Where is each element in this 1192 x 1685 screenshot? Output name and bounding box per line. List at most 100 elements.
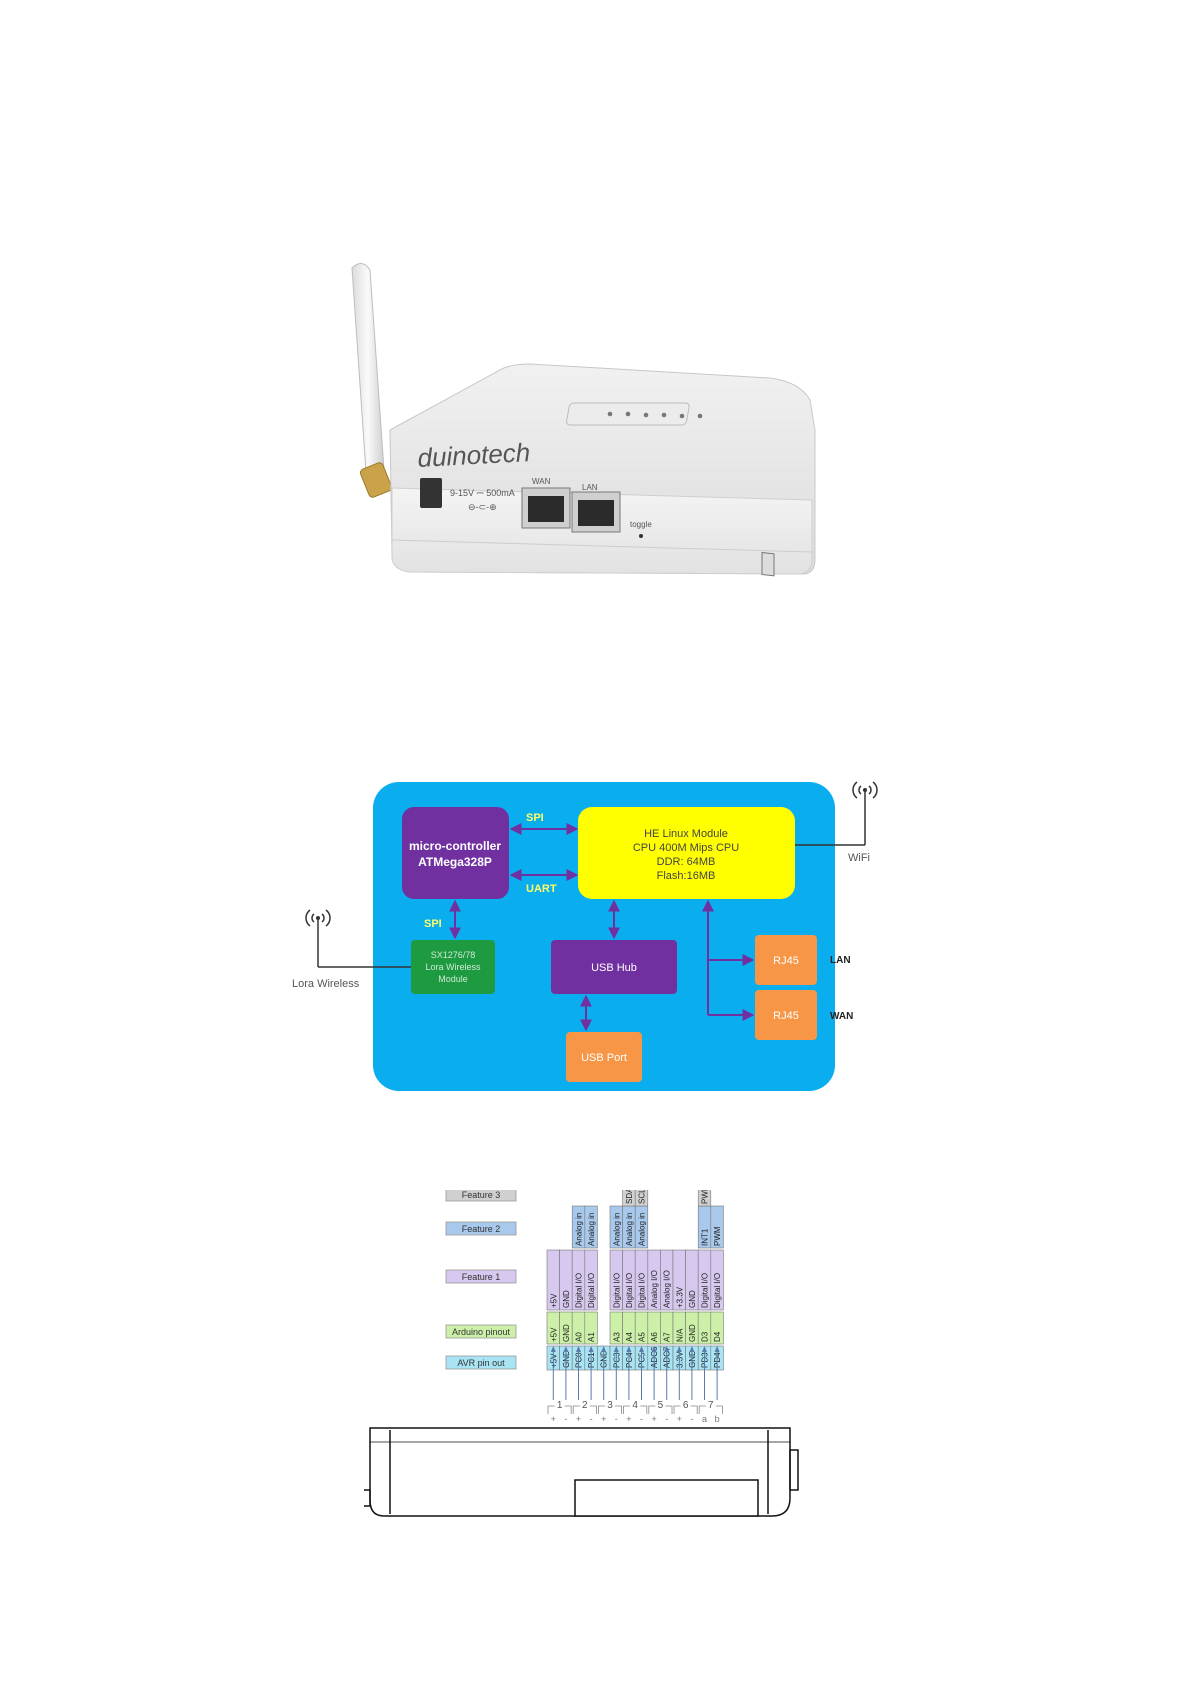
dc-power-jack [420,478,442,508]
header-pin-sign: - [615,1414,618,1424]
lora-module-line3: Module [438,974,468,984]
header-pin-sign: - [564,1414,567,1424]
header-bracket [547,1405,572,1414]
header-bracket [698,1405,723,1414]
lora-module-block [411,940,495,994]
pin-arrowhead [689,1346,695,1352]
pin-label-f1: Digital I/O [587,1273,596,1308]
pin-label-arduino: A5 [638,1332,647,1342]
header-pin-sign: - [640,1414,643,1424]
header-pin-sign: b [715,1414,720,1424]
header-group-number: 3 [607,1400,613,1411]
brand-logo: duinotech [417,437,531,473]
legend-label: Feature 1 [462,1272,501,1282]
lan-label: LAN [830,955,851,966]
header-group-number: 4 [632,1400,638,1411]
legend-swatch [445,1324,517,1339]
pin-label-f2: Analog in [587,1213,596,1246]
header-pin-sign: + [551,1414,556,1424]
wan-port-label: WAN [532,477,551,486]
pin-label-arduino: A4 [625,1332,634,1342]
pin-label-f3: PWM [701,1190,710,1204]
legend-label: Feature 3 [462,1190,501,1200]
linux-module-cpu: CPU 400M Mips CPU [633,842,739,854]
spi-left-label: SPI [424,918,442,930]
router-product-illustration: duinotech 9-15V ⎓ 500mA ⊖-⊂-⊕ WAN LAN to… [351,263,816,577]
pin-label-f2: Analog in [575,1213,584,1246]
header-group-number: 7 [708,1400,714,1411]
antenna [351,263,393,498]
rj45-wan-label: RJ45 [773,1010,799,1022]
legend-swatch [445,1221,517,1236]
header-pin-sign: - [590,1414,593,1424]
pin-label-f1: +5V [549,1293,558,1308]
pin-label-f1: Analog I/O [663,1270,672,1308]
pin-label-f1: +3.3V [675,1286,684,1308]
pin-label-arduino: GND [688,1324,697,1342]
pin-label-arduino: N/A [675,1328,684,1342]
header-pin-sign: + [626,1414,631,1424]
header-group-number: 1 [557,1400,563,1411]
header-pin-sign: - [665,1414,668,1424]
pin-cell-f2 [584,1205,598,1249]
pin-cell-arduino [584,1311,598,1345]
micro-controller-block [402,807,509,899]
rj45-wan-block [755,990,817,1040]
pin-label-f1: Digital I/O [575,1273,584,1308]
usb-port-label: USB Port [581,1052,627,1064]
linux-module-ddr: DDR: 64MB [657,856,716,868]
legend-swatch [445,1269,517,1284]
pin-label-f2: INT1 [701,1228,710,1246]
pin-label-f2: Analog in [638,1213,647,1246]
pin-cell-f2 [710,1205,724,1249]
pin-label-f1: Digital I/O [713,1273,722,1308]
pin-arrowhead [550,1346,556,1352]
legend-swatch [445,1355,517,1370]
linux-module-block [578,807,795,899]
legend-label: AVR pin out [457,1358,505,1368]
pin-arrowhead [601,1346,607,1352]
pin-arrowhead [676,1346,682,1352]
pin-label-f1: Analog I/O [650,1270,659,1308]
linux-module-flash: Flash:16MB [657,870,716,882]
pin-label-arduino: A6 [650,1332,659,1342]
status-led-panel [566,402,703,426]
header-group-number: 2 [582,1400,588,1411]
pin-label-f1: Digital I/O [638,1273,647,1308]
pinout-columns: +5V+5V+5VGNDGNDGNDPC0A0Digital I/OAnalog… [546,1190,724,1371]
header-pin-sign: + [601,1414,606,1424]
pinout-legend: Feature 3 Feature 2 Feature 1 Arduino pinou… [445,1190,517,1370]
header-pin-sign: - [690,1414,693,1424]
header-pin-sign: + [576,1414,581,1424]
lora-antenna-icon [305,909,411,968]
rj45-lan-block [755,935,817,985]
usb-port-block [566,1032,642,1082]
header-bracket [598,1405,622,1414]
header-group-number: 6 [683,1400,689,1411]
pin-label-f1: Digital I/O [625,1273,634,1308]
pin-label-f3: SCL [638,1190,647,1204]
usb-side-port [761,552,775,577]
toggle-button [639,534,643,538]
pin-arrows [550,1346,720,1400]
wifi-label: WiFi [848,852,870,864]
linux-module-title: HE Linux Module [644,828,728,840]
header-bracket [648,1405,673,1414]
pin-label-arduino: A7 [663,1332,672,1342]
pin-label-f1: Digital I/O [701,1273,710,1308]
usb-hub-block [551,940,677,994]
lora-module-line1: SX1276/78 [431,950,476,960]
pin-label-avr: GND [600,1350,609,1368]
pin-label-f1: Digital I/O [612,1273,621,1308]
pin-label-avr: GND [688,1350,697,1368]
legend-label: Arduino pinout [452,1327,511,1337]
rj45-lan-label: RJ45 [773,955,799,967]
header-bracket [673,1405,698,1414]
legend-label: Feature 2 [462,1224,501,1234]
lora-wireless-label: Lora Wireless [292,978,360,990]
pin-arrowhead [639,1346,644,1352]
pin-arrowhead [576,1346,581,1352]
pin-cell-f1 [584,1249,598,1311]
micro-controller-chip: ATMega328P [418,855,492,869]
toggle-label: toggle [630,520,652,529]
